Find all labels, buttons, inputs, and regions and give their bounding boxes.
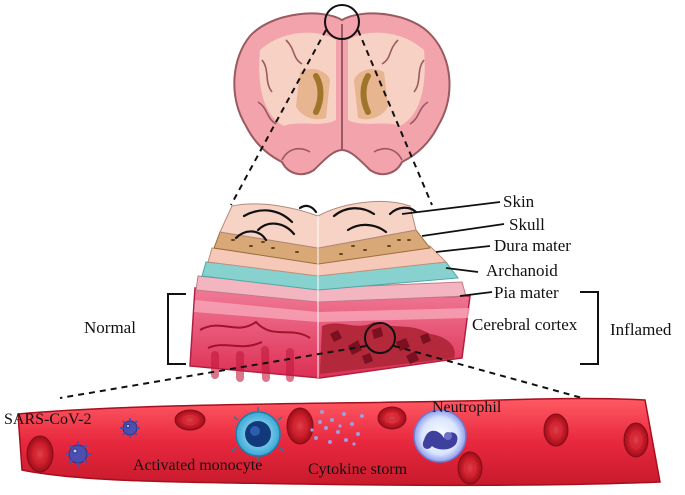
- label-sars-cov-2: SARS-CoV-2: [4, 411, 91, 428]
- label-cerebral-cortex: Cerebral cortex: [472, 315, 578, 334]
- virus-icon: [120, 418, 140, 438]
- brain-coronal-section: [233, 4, 451, 176]
- cytokine-dots: [310, 410, 364, 446]
- label-skin: Skin: [503, 192, 535, 211]
- red-blood-cells: [26, 406, 649, 485]
- normal-bracket: [167, 293, 186, 365]
- label-pia-mater: Pia mater: [494, 283, 559, 302]
- activated-monocyte-cell: [231, 407, 285, 461]
- virus-icon: [65, 441, 91, 467]
- zoom-circle-brain: [324, 4, 360, 40]
- label-cytokine-storm: Cytokine storm: [308, 461, 408, 478]
- diagram-labels: Skin Skull Dura mater Archanoid Pia mate…: [4, 192, 672, 478]
- label-neutrophil: Neutrophil: [432, 399, 502, 416]
- label-normal: Normal: [84, 318, 136, 337]
- virus-particles: [65, 418, 140, 467]
- label-inflamed: Inflamed: [610, 320, 672, 339]
- layer-leader-lines: [401, 201, 505, 297]
- label-dura-mater: Dura mater: [494, 236, 571, 255]
- label-activated-monocyte: Activated monocyte: [133, 457, 262, 474]
- inflamed-bracket: [580, 291, 599, 365]
- label-skull: Skull: [509, 215, 545, 234]
- zoom-circle-cortex: [364, 322, 396, 354]
- neutrophil-cell: [413, 409, 467, 463]
- label-archanoid: Archanoid: [486, 261, 558, 280]
- meninges-layer-stack: [189, 200, 471, 382]
